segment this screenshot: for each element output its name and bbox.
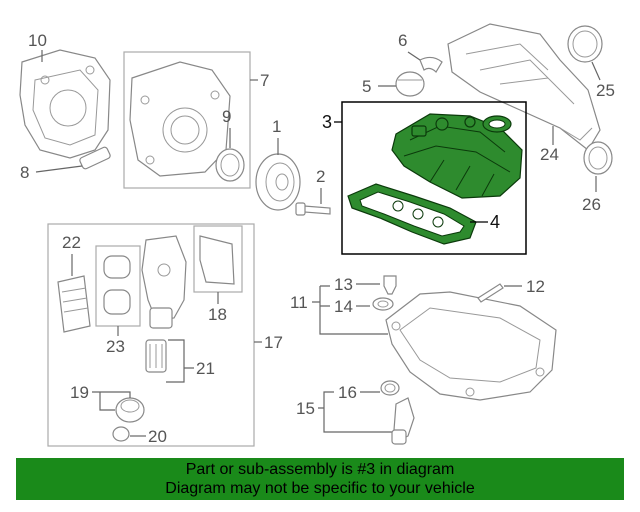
part-26-gasket[interactable] [583,141,613,175]
label-14: 14 [334,297,353,316]
part-1-pulley[interactable] [255,153,301,211]
label-24: 24 [540,145,559,164]
part-5-oil-cap[interactable] [395,71,425,97]
label-17: 17 [264,333,283,352]
label-22: 22 [62,233,81,252]
label-20: 20 [148,427,167,446]
part-2-bolt[interactable] [295,202,331,216]
part-20-plug[interactable] [112,426,130,442]
part-10-timing-cover[interactable] [19,49,111,159]
part-3-small-gasket[interactable] [482,115,512,133]
label-12: 12 [526,277,545,296]
part-22-oil-cooler[interactable] [57,275,91,333]
part-7-front-cover[interactable] [129,61,231,177]
part-23-seals[interactable] [103,255,131,315]
part-14-washer[interactable] [372,297,394,311]
part-12-dipstick-tube[interactable] [477,283,504,303]
label-7: 7 [260,71,269,90]
part-19-filter-cap[interactable] [115,397,145,423]
callout-21 [166,339,194,383]
part-24-intake-manifold[interactable] [447,23,601,151]
label-25: 25 [596,81,615,100]
callout-8 [35,165,83,173]
label-6: 6 [398,31,407,50]
banner-line-1: Part or sub-assembly is #3 in diagram [185,461,455,478]
part-18-seal[interactable] [199,235,235,285]
box-7 [123,51,251,189]
callout-11 [312,285,388,335]
label-19: 19 [70,383,89,402]
part-9-seal[interactable] [215,148,245,182]
label-9: 9 [222,107,231,126]
part-16-o-ring[interactable] [380,380,400,396]
part-3-valve-cover[interactable] [391,113,523,199]
label-15: 15 [296,399,315,418]
part-8-sensor[interactable] [79,146,111,170]
callout-15 [318,391,392,433]
callout-6 [407,51,421,61]
part-15-oil-level-sensor[interactable] [391,397,415,445]
label-26: 26 [582,195,601,214]
part-6-clip[interactable] [419,56,443,73]
callout-19 [92,391,131,411]
label-21: 21 [196,359,215,378]
label-13: 13 [334,275,353,294]
label-23: 23 [106,337,125,356]
part-25-gasket[interactable] [567,25,603,63]
box-17 [47,223,255,447]
part-21-filter-element[interactable] [145,339,167,373]
oil-filter-housing[interactable] [141,235,187,329]
label-18: 18 [208,305,227,324]
label-16: 16 [338,383,357,402]
label-3: 3 [322,112,332,132]
callout-25 [591,61,601,81]
part-4-valve-cover-gasket[interactable] [347,183,477,245]
label-4: 4 [490,212,500,232]
box-3 [341,101,527,255]
label-11: 11 [290,293,308,312]
part-13-drain-plug[interactable] [383,275,397,295]
label-10: 10 [28,31,47,50]
label-5: 5 [362,77,371,96]
label-1: 1 [272,117,281,136]
info-banner: Part or sub-assembly is #3 in diagram Di… [16,458,624,500]
label-8: 8 [20,163,29,182]
label-2: 2 [316,167,325,186]
part-11-oil-pan[interactable] [385,291,557,401]
banner-line-2: Diagram may not be specific to your vehi… [165,480,475,497]
